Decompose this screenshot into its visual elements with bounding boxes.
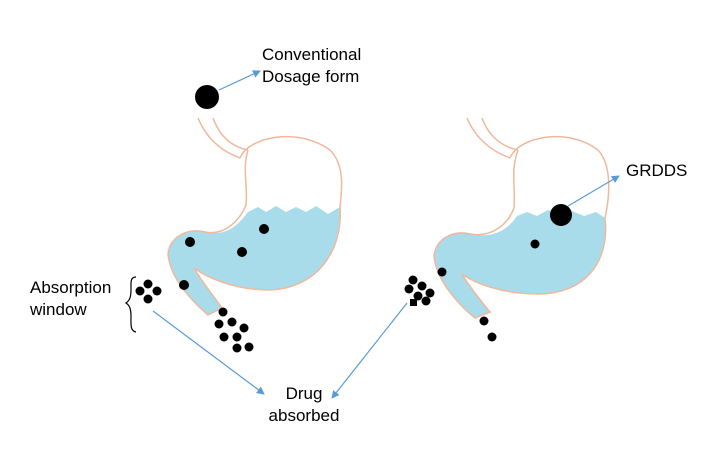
left-particle — [237, 247, 247, 257]
absorption-to-drug-arrow — [152, 310, 265, 395]
right-exiting-particle — [487, 332, 497, 342]
conventional-dosage-form-label: Conventional Dosage form — [262, 44, 361, 88]
absorption-window-label: Absorption window — [30, 277, 111, 321]
right-to-drug-arrow — [331, 302, 408, 399]
drug-line2: absorbed — [268, 406, 340, 425]
right-gastric-fluid — [434, 210, 606, 318]
absorption-line2: window — [30, 300, 87, 319]
grdds-label: GRDDS — [626, 160, 687, 182]
grdds-dosage-form-dot — [550, 204, 572, 226]
right-esophagus — [466, 117, 511, 159]
right-stomach-outline — [433, 136, 610, 319]
conventional-line1: Conventional — [262, 45, 362, 64]
conventional-arrow — [218, 70, 261, 91]
left-exiting-particles — [214, 307, 254, 353]
left-stomach-outline — [167, 136, 343, 316]
right-particle — [437, 267, 447, 277]
absorption-window-cluster — [135, 279, 162, 304]
absorption-window-brace — [124, 276, 137, 333]
right-exiting-particle — [479, 316, 489, 326]
drug-absorbed-label: Drug absorbed — [262, 383, 346, 427]
grdds-text: GRDDS — [626, 161, 688, 180]
left-esophagus — [197, 117, 241, 159]
absorption-line1: Absorption — [30, 278, 112, 297]
left-stomach — [167, 117, 343, 316]
drug-line1: Drug — [285, 384, 323, 403]
conventional-line2: Dosage form — [262, 67, 360, 86]
left-particle — [185, 237, 195, 247]
left-gastric-fluid — [168, 206, 341, 315]
right-stomach — [433, 117, 610, 319]
grdds-arrow — [567, 175, 620, 207]
right-absorption-cluster — [404, 275, 435, 306]
left-particle — [179, 280, 189, 290]
conventional-dosage-form-dot — [195, 85, 219, 109]
right-particle — [530, 239, 540, 249]
left-particle — [259, 224, 269, 234]
